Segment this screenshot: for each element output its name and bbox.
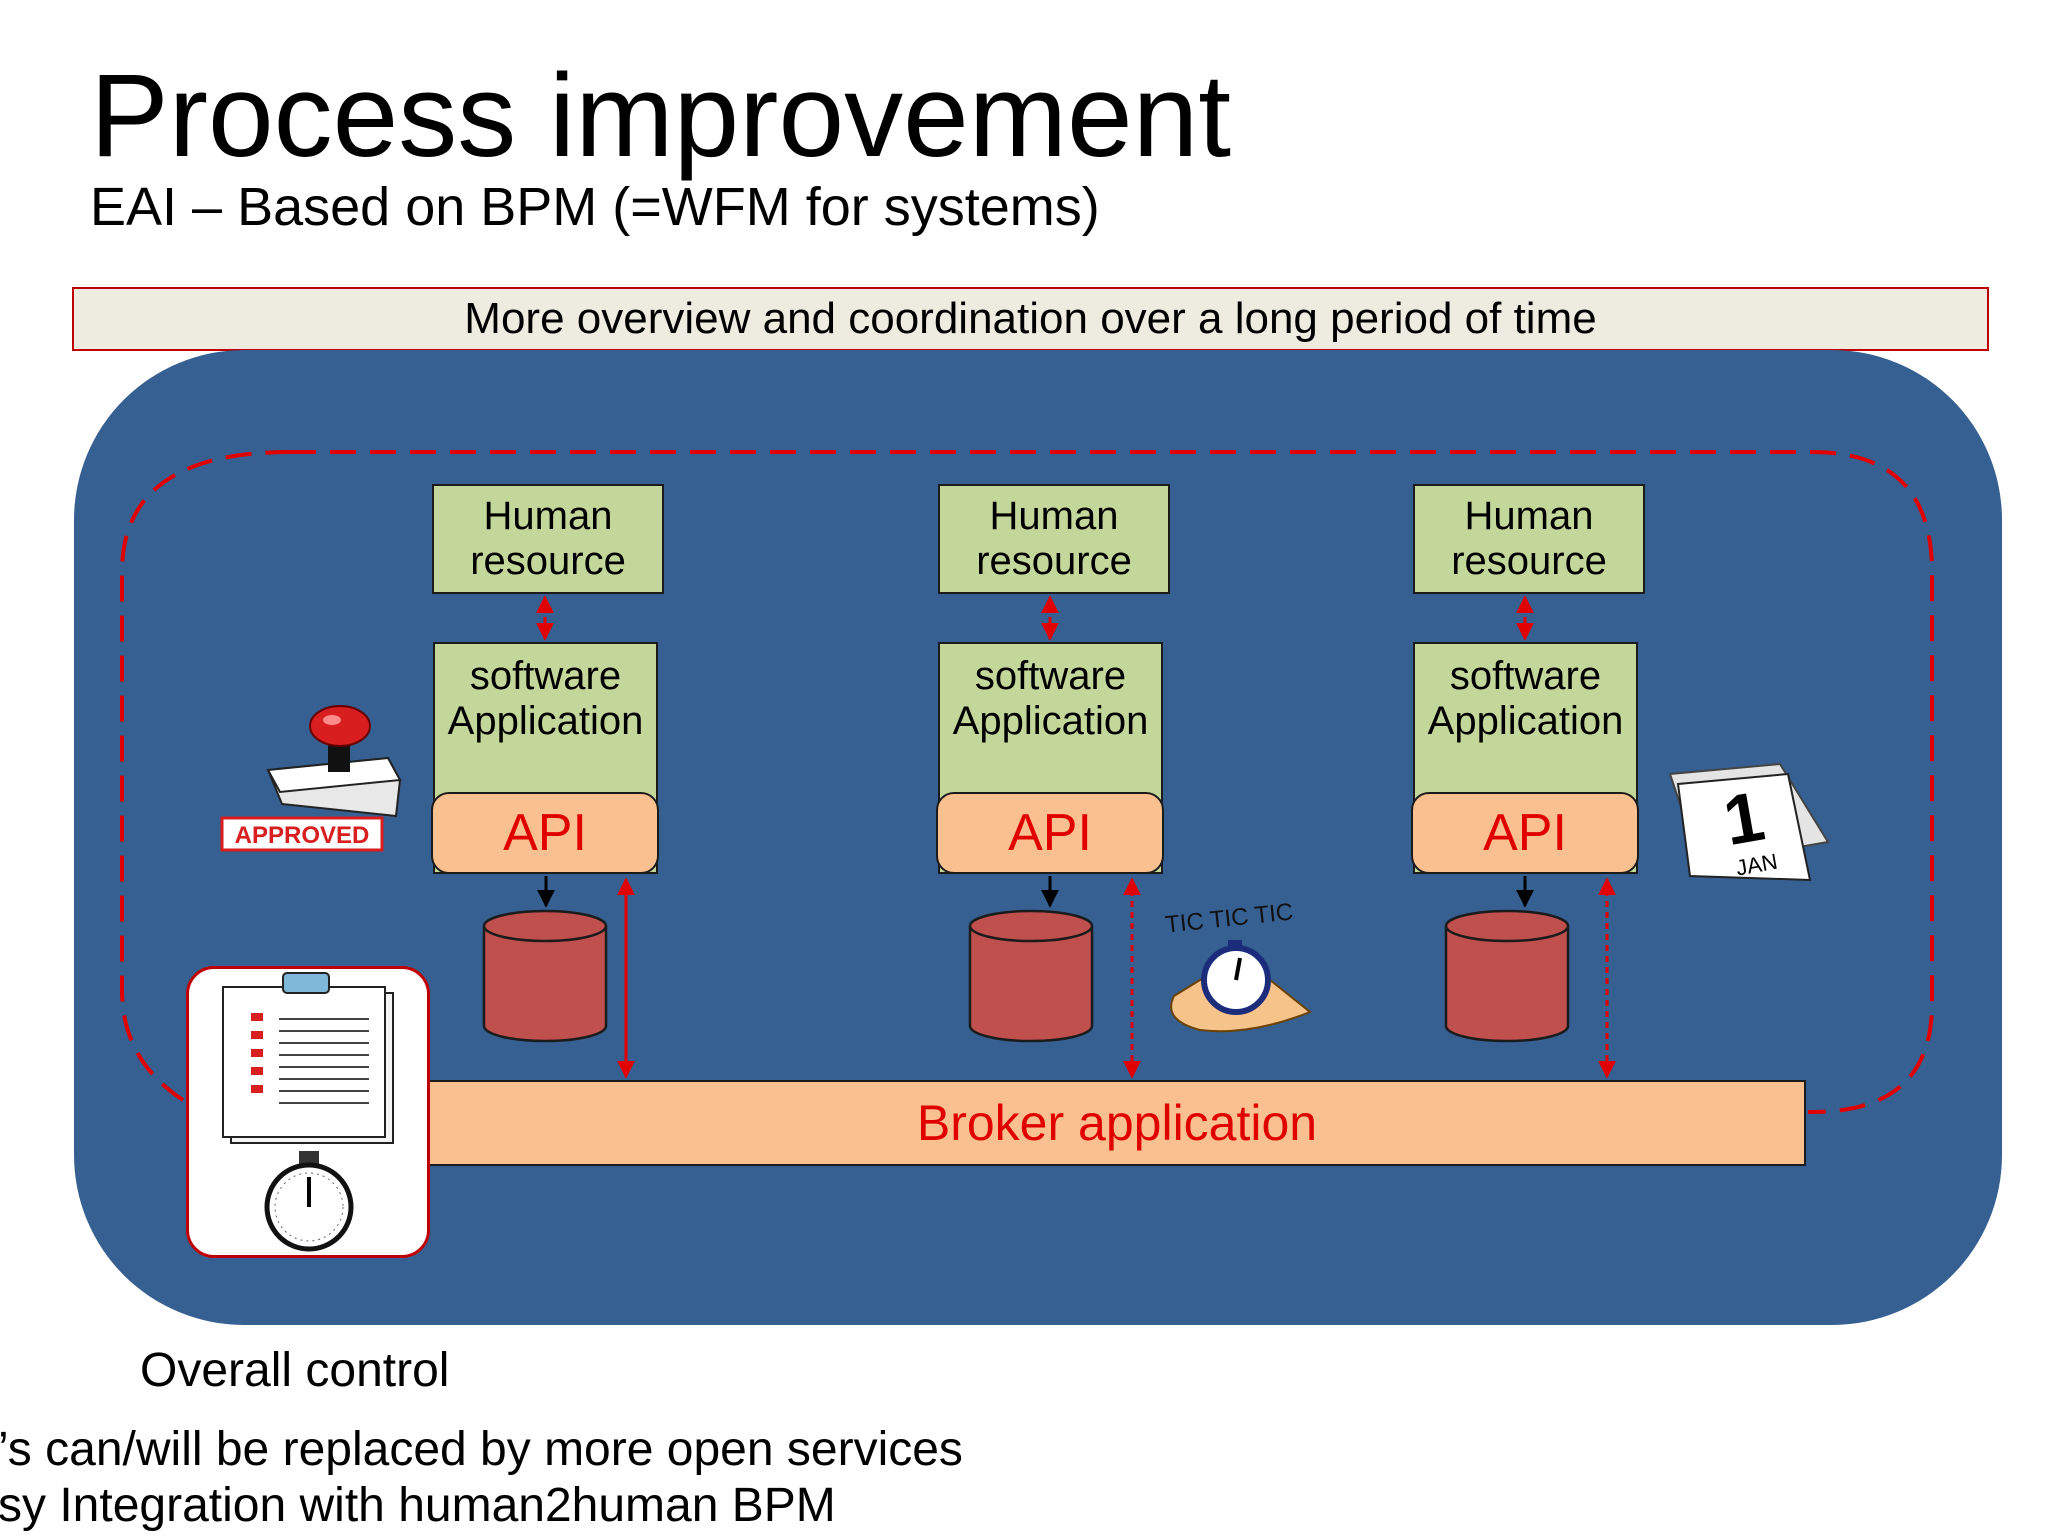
overall-control-boundary [120,450,1934,1114]
api-box-1: API [431,792,659,874]
human-resource-label-2: Human resource [976,493,1132,583]
broker-application-box: Broker application [428,1080,1806,1166]
database-icon-2 [968,909,1094,1043]
stopwatch-hand-icon: TIC TIC TIC [1164,900,1312,1033]
calendar-icon: 1 JAN [1668,762,1830,882]
human-resource-label-3: Human resource [1451,493,1607,583]
api-box-2: API [936,792,1164,874]
approved-stamp-icon: APPROVED [220,705,402,852]
api-box-3: API [1411,792,1639,874]
database-icon-1 [482,909,608,1043]
database-icon-3 [1444,909,1570,1043]
slide-title: Process improvement [90,50,1232,182]
software-application-label-2: software Application [952,654,1149,744]
bullet-open-services: ’s can/will be replaced by more open ser… [0,1423,963,1476]
checklist-clipboard-icon [222,972,394,1252]
stamp-label: APPROVED [235,822,370,849]
human-resource-box-1: Human resource [432,484,664,594]
human-resource-box-3: Human resource [1413,484,1645,594]
human-resource-box-2: Human resource [938,484,1170,594]
slide-subtitle: EAI – Based on BPM (=WFM for systems) [90,177,1100,237]
bullet-human2human-bpm: sy Integration with human2human BPM [0,1479,836,1532]
software-application-label-1: software Application [447,654,644,744]
clock-text: TIC TIC TIC [1164,900,1295,939]
overall-control-card [186,966,430,1258]
software-application-label-3: software Application [1427,654,1624,744]
human-resource-label-1: Human resource [470,493,626,583]
overall-control-caption: Overall control [140,1344,450,1397]
